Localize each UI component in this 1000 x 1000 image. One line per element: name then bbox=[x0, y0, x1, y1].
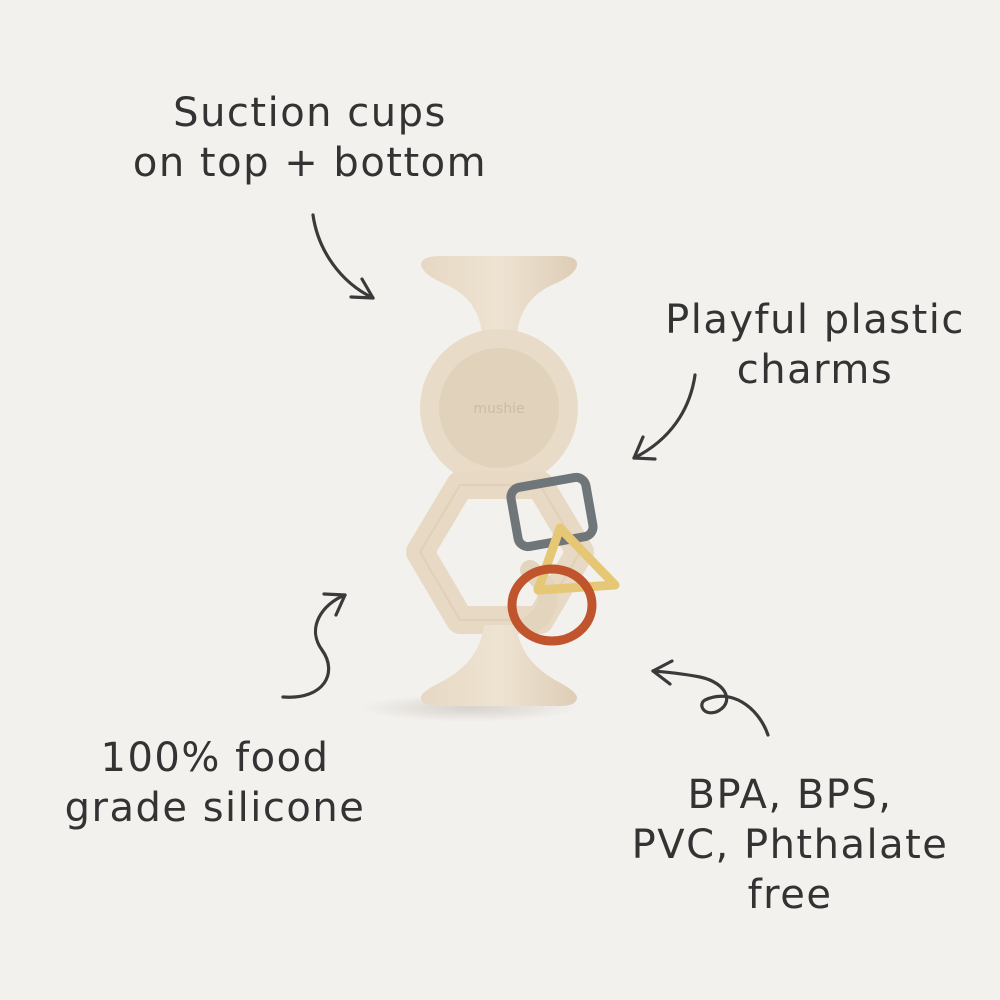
callout-charms-line1: Playful plastic bbox=[665, 297, 965, 343]
charm-triangle bbox=[533, 523, 620, 595]
callout-silicone-line2: grade silicone bbox=[64, 785, 366, 831]
bottom-suction-cup bbox=[420, 625, 578, 706]
arrow-bpa-icon bbox=[651, 659, 770, 737]
callout-bpa-line3: free bbox=[747, 872, 833, 918]
callout-suction-line1: Suction cups bbox=[173, 90, 447, 136]
callout-silicone-line1: 100% food bbox=[100, 735, 330, 781]
callout-bpa-line1: BPA, BPS, bbox=[687, 772, 893, 818]
callout-bpa-free: BPA, BPS, PVC, Phthalate free bbox=[610, 770, 970, 920]
top-suction-cup bbox=[421, 256, 578, 335]
arrow-suction-icon bbox=[311, 213, 375, 300]
charm-ring bbox=[507, 564, 597, 646]
arrow-charms-icon bbox=[632, 373, 697, 461]
callout-plastic-charms: Playful plastic charms bbox=[640, 295, 990, 395]
callout-suction-cups: Suction cups on top + bottom bbox=[110, 88, 510, 188]
callout-charms-line2: charms bbox=[736, 347, 894, 393]
brand-logo: mushie bbox=[473, 401, 524, 417]
callout-suction-line2: on top + bottom bbox=[132, 140, 488, 186]
callout-bpa-line2: PVC, Phthalate bbox=[631, 822, 949, 868]
callout-food-grade-silicone: 100% food grade silicone bbox=[45, 733, 385, 833]
arrow-silicone-icon bbox=[281, 592, 347, 699]
disc-inner bbox=[439, 348, 559, 468]
